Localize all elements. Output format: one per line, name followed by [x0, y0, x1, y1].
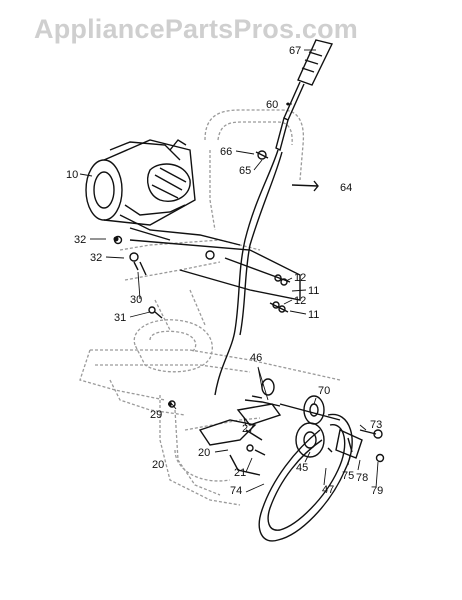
callout-73: 73	[370, 419, 383, 431]
phantom-frame	[79, 109, 341, 506]
callout-66: 66	[220, 146, 233, 158]
callout-60: 60	[266, 99, 279, 111]
callout-31: 31	[114, 312, 127, 324]
callout-64: 64	[340, 182, 353, 194]
part-outlines	[85, 39, 385, 542]
watermark-text: AppliancePartsPros.com	[34, 14, 359, 44]
engine-assembly	[85, 139, 241, 246]
leader-lines	[79, 49, 379, 493]
callout-78: 78	[356, 472, 369, 484]
callout-32-upper: 32	[74, 234, 87, 246]
callout-74: 74	[230, 485, 243, 497]
callout-11-upper: 11	[308, 285, 320, 297]
callout-75: 75	[342, 470, 355, 482]
callout-11-lower: 11	[308, 309, 320, 321]
callout-30: 30	[130, 294, 143, 306]
callout-67: 67	[289, 45, 302, 57]
callout-20-lower: 20	[152, 459, 165, 471]
callout-47: 47	[322, 484, 335, 496]
control-rod	[283, 81, 305, 121]
callout-32-lower: 32	[90, 252, 103, 264]
callout-10: 10	[66, 169, 79, 181]
callout-79: 79	[371, 485, 384, 497]
control-cable	[214, 149, 279, 396]
callout-29: 29	[150, 409, 163, 421]
callout-27: 27	[242, 423, 255, 435]
callout-21: 21	[234, 467, 247, 479]
hardware-dots	[113, 102, 290, 406]
callout-45: 45	[296, 462, 309, 474]
callout-20-upper: 20	[198, 447, 211, 459]
callout-12-lower: 12	[294, 295, 307, 307]
callout-46: 46	[250, 352, 263, 364]
drive-belt	[258, 413, 353, 542]
callout-65: 65	[239, 165, 252, 177]
handle-grip	[297, 39, 334, 86]
callout-70: 70	[318, 385, 331, 397]
callout-12-upper: 12	[294, 272, 307, 284]
